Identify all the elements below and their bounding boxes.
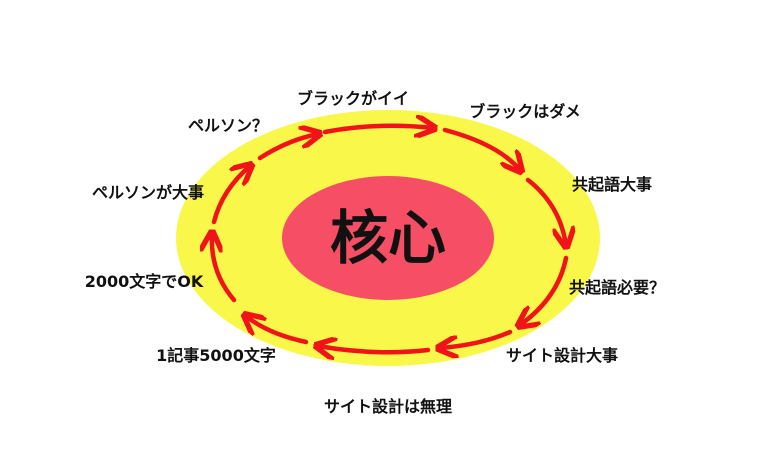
arrow-8 [212,234,237,303]
label-black-bad: ブラックはダメ [469,102,581,121]
label-site-design-important: サイト設計大事 [506,346,618,365]
arrow-5 [440,329,513,348]
arrow-7 [246,316,309,345]
label-site-design-impossible: サイト設計は無理 [324,397,452,416]
arrow-3 [525,177,566,245]
label-cooccurrence-important: 共起語大事 [572,175,652,194]
cycle-labels: ブラックがイイ ブラックはダメ 共起語大事 共起語必要？ サイト設計大事 サイト… [85,89,665,416]
label-persona-important: ペルソンが大事 [92,183,204,202]
arrow-10 [257,134,318,161]
arrow-2 [442,127,520,170]
arrow-4 [520,255,569,325]
arrow-6 [318,346,431,352]
label-cooccurrence-needed: 共起語必要？ [569,278,665,297]
cycle-arrows [212,126,566,353]
core-ellipse [282,176,494,300]
label-black-good: ブラックがイイ [297,89,409,108]
label-5000-chars: 1記事5000文字 [156,346,276,365]
label-persona-question: ペルソン？ [188,116,268,135]
label-2000-chars-ok: 2000文字でOK [85,272,204,291]
center-label: 核心 [330,204,446,272]
arrow-9 [211,166,250,225]
arrow-1 [322,126,433,132]
